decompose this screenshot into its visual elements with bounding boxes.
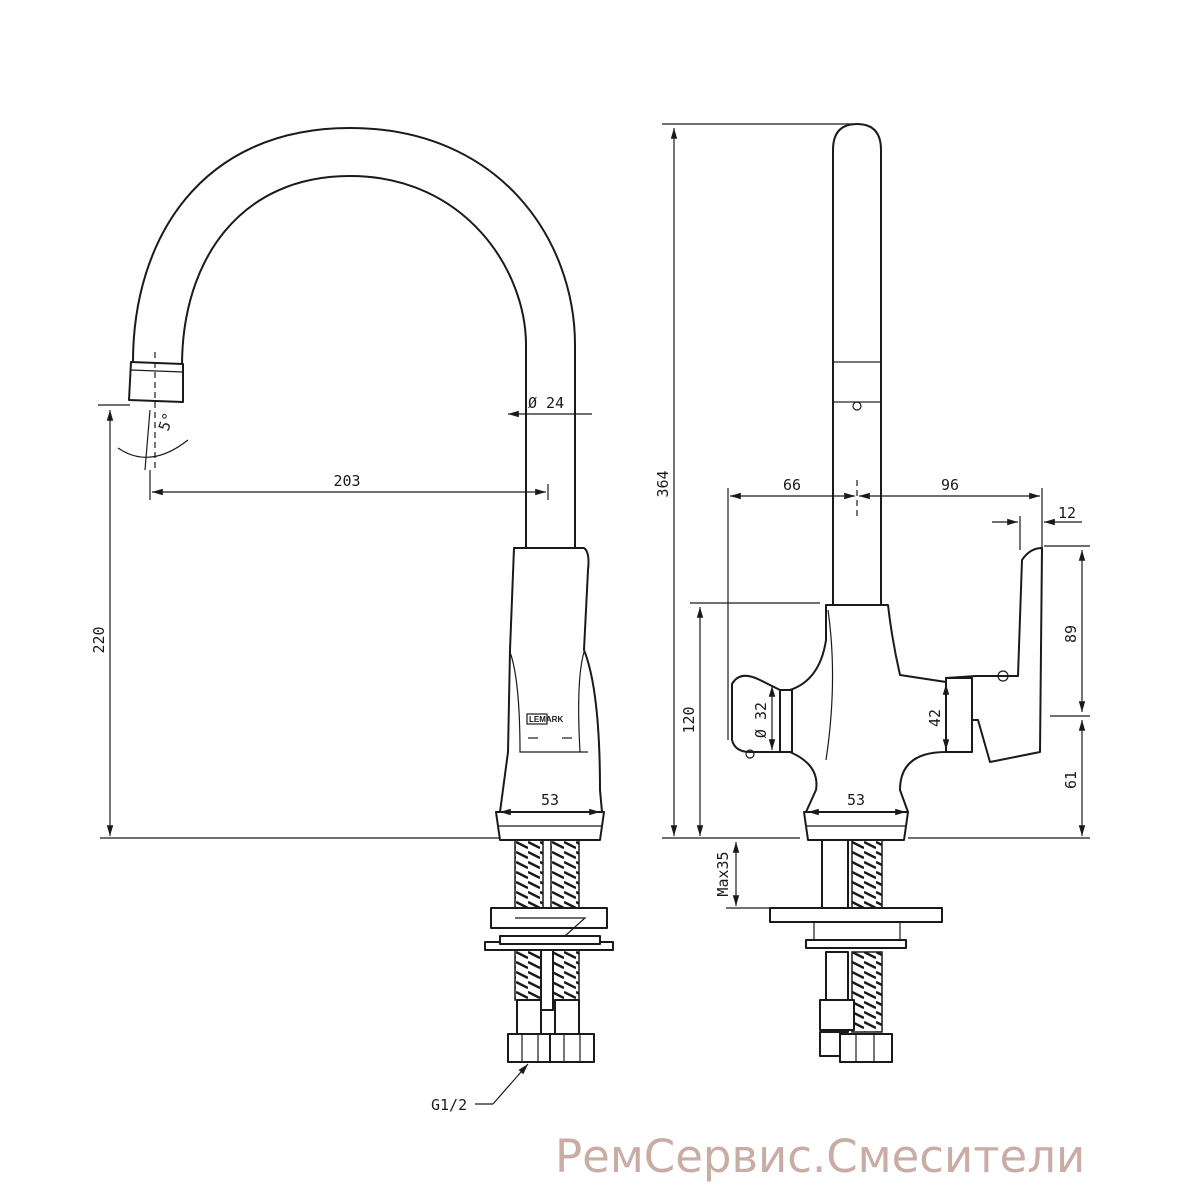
- side-view: LEMARK: [128, 127, 614, 1063]
- logo-box: [526, 713, 548, 725]
- body-side: [499, 547, 603, 813]
- aerator: [128, 361, 184, 403]
- dim-diameter-24: Ø 24: [528, 394, 564, 412]
- body-front: [789, 604, 947, 813]
- watermark: РемСервис.Смесители: [555, 1130, 1085, 1183]
- mount-plate-right: [769, 907, 943, 923]
- hose-left-2: [550, 839, 580, 911]
- dim-angle-5: 5°: [155, 410, 178, 433]
- dim-height-120: 120: [680, 706, 698, 733]
- hose-left-1: [514, 839, 544, 911]
- dim-height-220: 220: [90, 626, 108, 653]
- front-view: [731, 123, 1043, 1063]
- dim-height-89: 89: [1062, 625, 1080, 643]
- dim-height-42: 42: [926, 709, 944, 727]
- spout-column: [832, 123, 882, 606]
- nut-left-2: [549, 1033, 595, 1063]
- front-dimensions: 364 66 96 12 89 61 120 42 Ø 32 53: [654, 123, 1090, 909]
- side-dimensions: 220 203 Ø 24 5° 53 G1/2: [90, 394, 600, 1114]
- dim-thread-g12: G1/2: [431, 1096, 467, 1114]
- dim-width-96: 96: [941, 476, 959, 494]
- dim-offset-12: 12: [1058, 504, 1076, 522]
- dim-max-35: Max35: [714, 851, 732, 896]
- dim-base-53-right: 53: [847, 791, 865, 809]
- dim-height-61: 61: [1062, 771, 1080, 789]
- nut-right: [839, 1033, 893, 1063]
- spout-inner: [181, 175, 527, 549]
- spout-outer: [132, 127, 576, 549]
- nut-left-1: [507, 1033, 553, 1063]
- dim-width-66: 66: [783, 476, 801, 494]
- dim-reach-203: 203: [333, 472, 360, 490]
- dim-height-364: 364: [654, 470, 672, 497]
- brand-logo: LEMARK: [529, 715, 563, 724]
- dim-diameter-32: Ø 32: [752, 702, 770, 738]
- dim-base-53-left: 53: [541, 791, 559, 809]
